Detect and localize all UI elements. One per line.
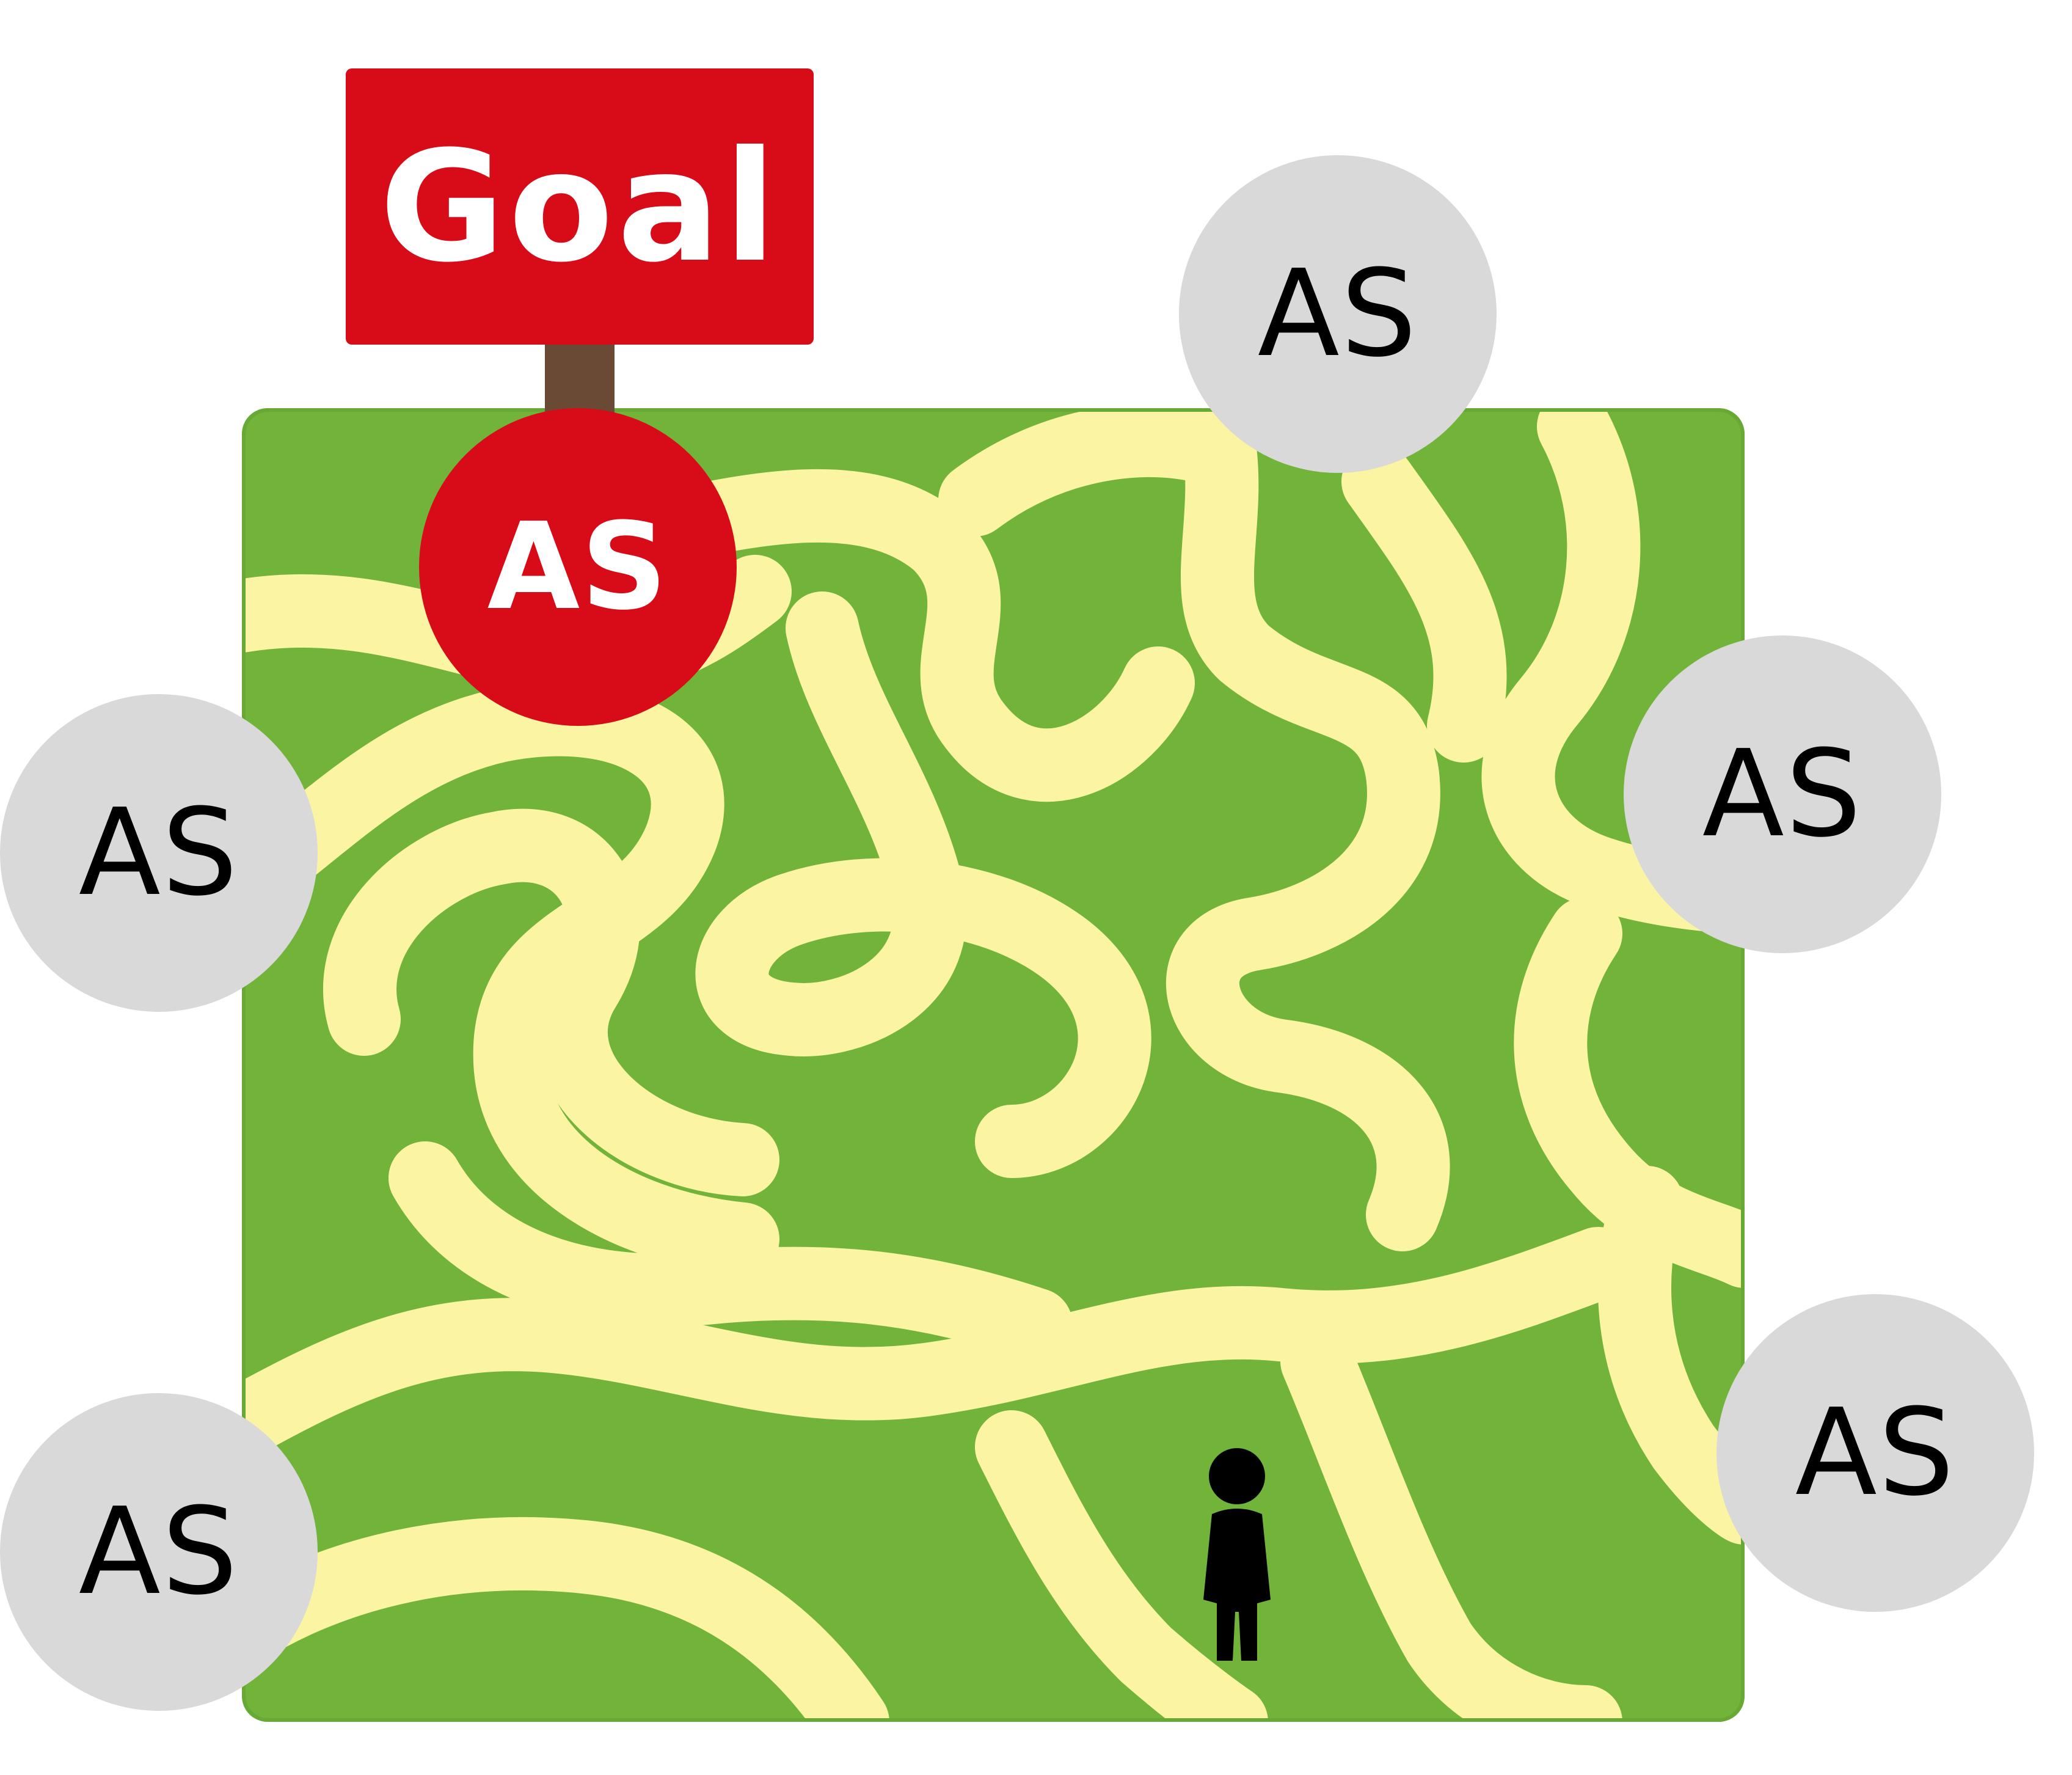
maze-illustration (242, 408, 1745, 1722)
person-silhouette-icon (1198, 1447, 1275, 1661)
as-node-left-lower: AS (0, 1393, 318, 1711)
goal-sign (346, 68, 814, 417)
goal-sign-text: Goal (379, 117, 780, 296)
as-node-top-right: AS (1179, 155, 1497, 473)
as-node-left-upper: AS (0, 694, 318, 1012)
as-node-label: AS (1257, 244, 1418, 384)
as-node-label: AS (487, 497, 669, 637)
as-node-label: AS (78, 1482, 239, 1622)
as-node-label: AS (78, 783, 239, 923)
as-node-label: AS (1795, 1383, 1956, 1523)
as-node-label: AS (1702, 725, 1863, 864)
as-node-right-lower: AS (1716, 1294, 2034, 1612)
as-node-goal: AS (419, 408, 737, 726)
as-node-right-upper: AS (1624, 635, 1941, 953)
